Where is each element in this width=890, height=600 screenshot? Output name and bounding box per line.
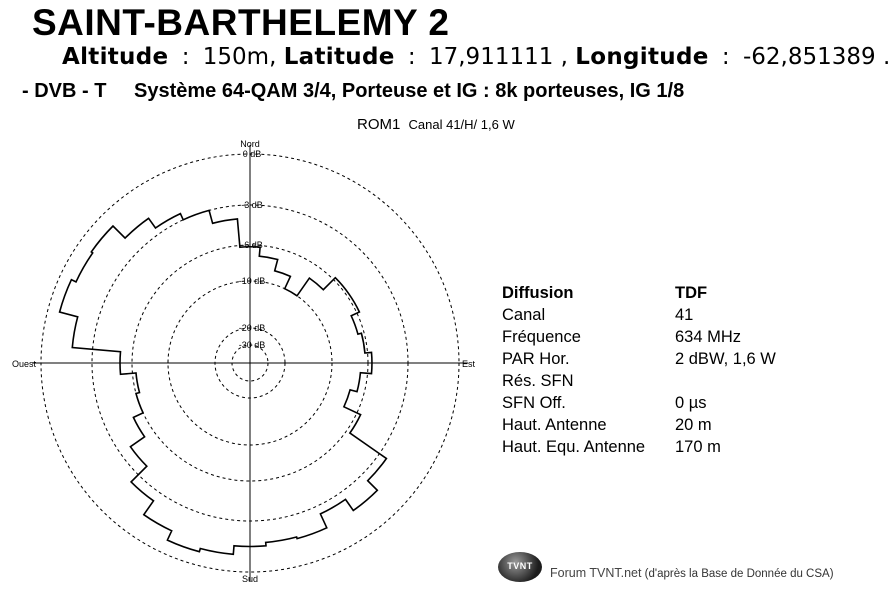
latitude-colon: : <box>407 44 416 70</box>
info-label: Diffusion <box>502 284 574 302</box>
polar-radiation-chart: 0 dB -3 dB -6 dB -10 dB -20 dB -30 dB Nord Es… <box>12 139 476 584</box>
broadcast-standard: - DVB - T <box>22 80 107 102</box>
polar-grid <box>32 145 468 581</box>
info-label: Fréquence <box>502 328 581 346</box>
latitude-label: Latitude <box>283 44 395 70</box>
direction-west-label: Ouest <box>12 359 37 369</box>
coordinates-line: Altitude : 150m, Latitude : 17,911111 , … <box>62 44 890 70</box>
transmission-system-line: - DVB - T Système 64-QAM 3/4, Porteuse e… <box>22 80 684 103</box>
direction-labels: Nord Est Sud Ouest <box>12 139 476 584</box>
credit-source: (d'après la Base de Donnée du CSA) <box>641 568 834 580</box>
ring-label: -3 dB <box>241 200 263 210</box>
info-value: 0 µs <box>675 394 707 412</box>
info-label: Haut. Antenne <box>502 416 607 434</box>
site-caption: ROM1 Canal 41/H/ 1,6 W <box>357 116 515 133</box>
info-label: PAR Hor. <box>502 350 570 368</box>
info-label: Canal <box>502 306 546 324</box>
direction-south-label: Sud <box>242 574 258 584</box>
direction-north-label: Nord <box>240 139 260 149</box>
logo-text: TVNT <box>507 561 533 571</box>
source-credit: Forum TVNT.net (d'après la Base de Donné… <box>550 566 834 580</box>
ring-label: -20 dB <box>239 323 266 333</box>
credit-brand: Forum TVNT.net <box>550 566 642 580</box>
info-label: Rés. SFN <box>502 372 574 390</box>
altitude-colon: : <box>181 44 190 70</box>
info-value: 20 m <box>675 416 712 434</box>
radiation-pattern <box>58 209 388 556</box>
info-value: 2 dBW, 1,6 W <box>675 350 776 368</box>
ring-label: -30 dB <box>239 340 266 350</box>
altitude-label: Altitude <box>62 44 169 70</box>
direction-east-label: Est <box>462 359 476 369</box>
ring-label: 0 dB <box>243 149 262 159</box>
tvnt-logo: TVNT <box>498 552 542 582</box>
ring-label: -10 dB <box>239 276 266 286</box>
altitude-value: 150m, <box>202 44 277 70</box>
info-value: TDF <box>675 284 708 302</box>
ring-label: -6 dB <box>241 240 263 250</box>
site-name: ROM1 <box>357 116 401 133</box>
ring-labels: 0 dB -3 dB -6 dB -10 dB -20 dB -30 dB <box>239 149 266 350</box>
info-label: Haut. Equ. Antenne <box>502 438 646 456</box>
info-value: 170 m <box>675 438 721 456</box>
longitude-label: Longitude <box>575 44 709 70</box>
info-label: SFN Off. <box>502 394 566 412</box>
pattern-outline <box>58 209 388 556</box>
longitude-colon: : <box>721 44 730 70</box>
info-value: 41 <box>675 306 694 324</box>
longitude-value: -62,851389 . <box>742 44 890 70</box>
info-value: 634 MHz <box>675 328 742 346</box>
page-title: SAINT-BARTHELEMY 2 <box>32 2 450 43</box>
modulation-system: Système 64-QAM 3/4, Porteuse et IG : 8k … <box>134 80 685 102</box>
latitude-value: 17,911111 , <box>428 44 568 70</box>
site-channel: Canal 41/H/ 1,6 W <box>408 117 515 132</box>
